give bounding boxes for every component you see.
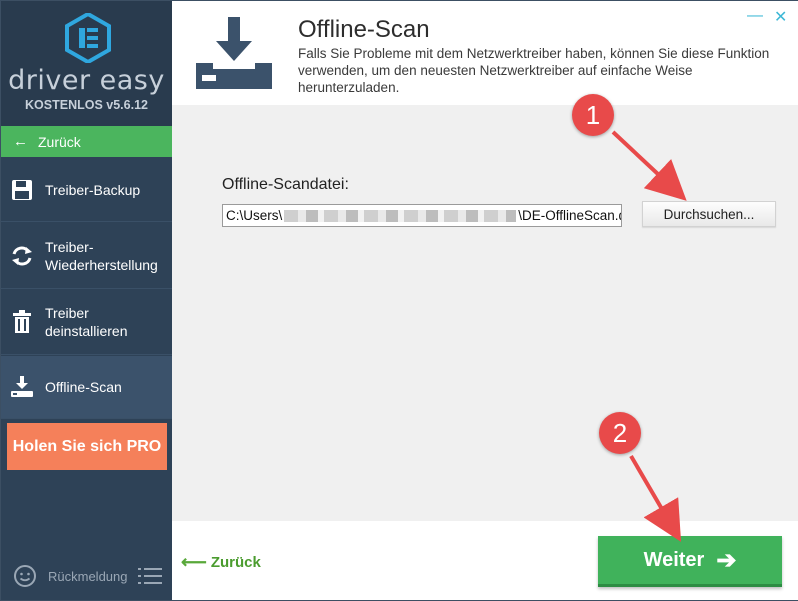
page-header: Offline-Scan Falls Sie Probleme mit dem … xyxy=(172,1,798,105)
back-button[interactable]: ⟵ Zurück xyxy=(181,552,261,573)
sidebar-item-label: Treiber deinstallieren xyxy=(45,304,128,340)
version-label: KOSTENLOS v5.6.12 xyxy=(25,98,148,112)
path-suffix: \DE-OfflineScan.de xyxy=(518,208,621,223)
brand-name: driver easy xyxy=(8,65,165,96)
browse-button[interactable]: Durchsuchen... xyxy=(642,201,776,227)
sidebar-item-treiber-deinstallieren[interactable]: Treiber deinstallieren xyxy=(1,290,172,355)
close-icon[interactable]: ✕ xyxy=(774,9,788,26)
label-line-2: deinstallieren xyxy=(45,323,128,339)
annotation-marker-2: 2 xyxy=(599,412,641,454)
sidebar-item-label: Treiber-Backup xyxy=(45,181,141,198)
restore-arrows-icon xyxy=(10,244,34,268)
hamburger-menu-icon[interactable] xyxy=(137,567,162,585)
path-prefix: C:\Users\ xyxy=(226,208,283,223)
sidebar-item-offline-scan[interactable]: Offline-Scan xyxy=(1,356,172,419)
get-pro-button[interactable]: Holen Sie sich PRO xyxy=(7,423,167,470)
back-button-label: Zurück xyxy=(210,554,261,571)
sidebar: driver easy KOSTENLOS v5.6.12 ← Zurück T… xyxy=(1,1,172,600)
page-description: Falls Sie Probleme mit dem Netzwerktreib… xyxy=(298,46,770,95)
annotation-marker-1: 1 xyxy=(572,94,614,136)
arrow-left-icon: ← xyxy=(13,133,28,150)
redacted-username xyxy=(284,210,517,223)
next-button[interactable]: Weiter ➔ xyxy=(598,536,782,587)
smiley-icon[interactable] xyxy=(13,564,37,588)
feedback-row: Rückmeldung xyxy=(1,556,172,596)
trash-icon xyxy=(10,310,34,334)
sidebar-item-label: Treiber- Wiederherstellung xyxy=(45,238,158,274)
download-tray-icon xyxy=(10,375,34,399)
scan-file-label: Offline-Scandatei: xyxy=(222,176,349,193)
sidebar-back-label: Zurück xyxy=(38,133,81,150)
label-line-2: Wiederherstellung xyxy=(45,256,158,273)
arrow-left-icon: ⟵ xyxy=(181,552,207,572)
label-line-1: Treiber xyxy=(45,305,89,321)
arrow-right-icon: ➔ xyxy=(716,546,737,574)
page-title: Offline-Scan xyxy=(298,16,430,43)
bottom-bar: ⟵ Zurück Weiter ➔ xyxy=(172,521,798,600)
sidebar-back-button[interactable]: ← Zurück xyxy=(1,126,172,157)
main-content: Offline-Scandatei: C:\Users\ \DE-OfflineS… xyxy=(172,105,798,521)
sidebar-item-treiber-backup[interactable]: Treiber-Backup xyxy=(1,158,172,222)
minimize-icon[interactable]: — xyxy=(747,7,763,24)
sidebar-item-label: Offline-Scan xyxy=(45,379,122,395)
floppy-disk-icon xyxy=(10,178,34,202)
label-line-1: Treiber- xyxy=(45,238,94,255)
feedback-link[interactable]: Rückmeldung xyxy=(48,568,128,584)
sidebar-item-treiber-wiederherstellung[interactable]: Treiber- Wiederherstellung xyxy=(1,223,172,289)
driver-easy-logo-icon xyxy=(65,13,111,63)
scan-file-path-input[interactable]: C:\Users\ \DE-OfflineScan.de xyxy=(222,204,622,227)
next-button-label: Weiter xyxy=(643,548,705,571)
offline-scan-download-icon xyxy=(196,17,272,89)
logo-area: driver easy KOSTENLOS v5.6.12 xyxy=(1,1,172,126)
